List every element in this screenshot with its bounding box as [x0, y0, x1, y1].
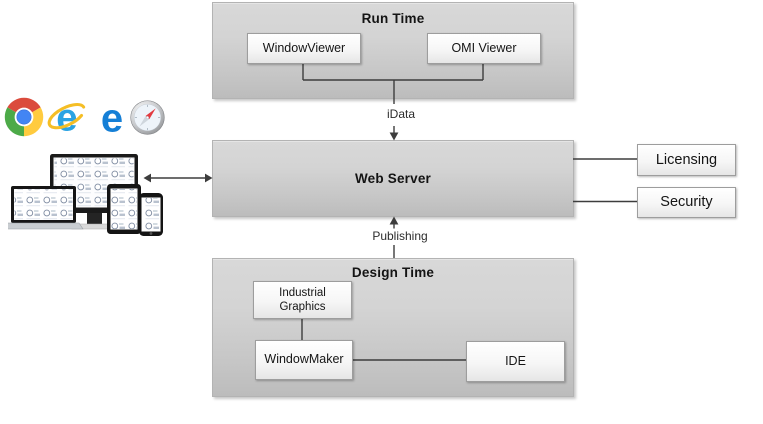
- runtime-panel-title: Run Time: [361, 11, 425, 26]
- publishing-arrowhead-icon: [389, 216, 399, 225]
- windowviewer-node: WindowViewer: [247, 33, 361, 64]
- ide-label: IDE: [505, 353, 526, 368]
- omiviewer-node: OMI Viewer: [427, 33, 541, 64]
- edge-browser-icon: e: [101, 97, 123, 137]
- windowviewer-label: WindowViewer: [262, 40, 346, 55]
- security-node: Security: [637, 187, 736, 218]
- svg-text:e: e: [101, 97, 123, 137]
- internet-explorer-browser-icon: e: [47, 97, 86, 140]
- publishing-label: Publishing: [372, 229, 428, 243]
- windowmaker-label: WindowMaker: [264, 352, 344, 367]
- svg-text:e: e: [56, 97, 77, 140]
- chrome-browser-icon: [4, 97, 44, 137]
- industrial-graphics-node: Industrial Graphics: [253, 281, 352, 319]
- licensing-label: Licensing: [655, 151, 718, 168]
- idata-label: iData: [386, 107, 416, 121]
- smartphone-icon: [139, 193, 163, 236]
- industrial-graphics-label: Industrial Graphics: [279, 286, 326, 313]
- webserver-panel-title: Web Server: [354, 170, 432, 186]
- ide-node: IDE: [466, 341, 565, 382]
- safari-browser-icon: [130, 100, 165, 135]
- laptop-icon: [8, 186, 84, 230]
- omiviewer-label: OMI Viewer: [451, 40, 517, 55]
- designtime-panel-title: Design Time: [351, 265, 435, 280]
- licensing-node: Licensing: [637, 144, 736, 176]
- client-devices-illustration: [8, 154, 163, 236]
- tablet-icon: [107, 184, 141, 234]
- webserver-panel: Web Server: [212, 140, 574, 217]
- windowmaker-node: WindowMaker: [255, 340, 353, 380]
- security-label: Security: [660, 194, 713, 211]
